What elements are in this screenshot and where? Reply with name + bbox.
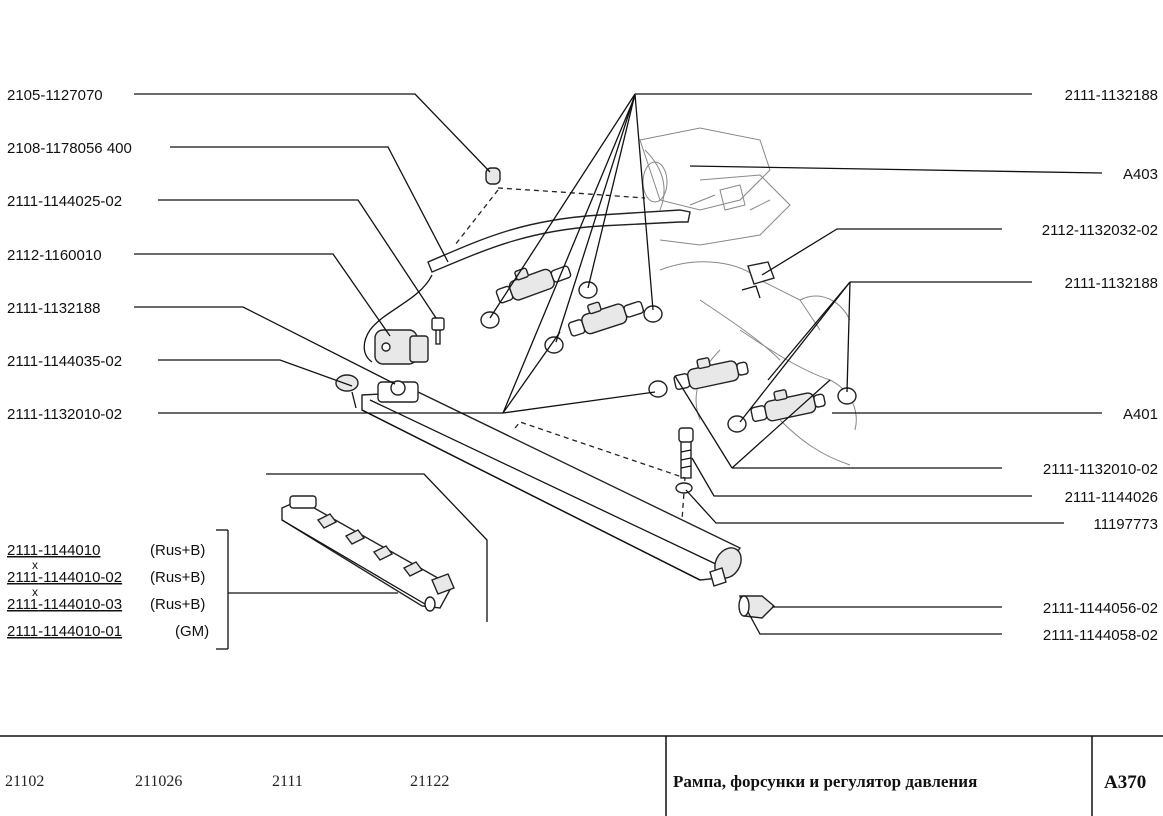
leaders-variants — [216, 473, 488, 650]
label-2111-1144025-02: 2111-1144025-02 — [7, 193, 122, 210]
fuel-rail-variant — [281, 495, 455, 612]
variant-list: 2111-1144010 (Rus+B) 2111-1144010-02 x (… — [7, 542, 209, 640]
injector-clip — [741, 261, 775, 299]
label-2111-1132010-02-left: 2111-1132010-02 — [7, 406, 122, 423]
label-2111-1132188-left: 2111-1132188 — [7, 300, 100, 317]
variant-mark: x — [32, 558, 38, 572]
variant-mark: x — [32, 585, 38, 599]
label-2111-1144026: 2111-1144026 — [1065, 489, 1158, 506]
variant-spec: (Rus+B) — [150, 596, 205, 613]
label-2111-1132188-mid: 2111-1132188 — [1065, 275, 1158, 292]
injector-2 — [567, 300, 645, 337]
pressure-regulator — [374, 329, 429, 365]
label-2112-1132032-02: 2112-1132032-02 — [1042, 222, 1158, 239]
footer: 21102 211026 2111 21122 Рампа, форсунки … — [0, 735, 1163, 816]
model-211026: 211026 — [135, 773, 182, 790]
variant-code: 2111-1144010 — [7, 542, 100, 559]
rail-end-plug — [738, 595, 776, 619]
bolt-washer — [675, 482, 693, 494]
assembly-line-3 — [514, 421, 686, 521]
variant-spec: (Rus+B) — [150, 569, 205, 586]
rail-bracket — [335, 374, 359, 409]
injector-1 — [495, 265, 572, 304]
label-2111-1132010-02-right: 2111-1132010-02 — [1043, 461, 1158, 478]
label-2112-1160010: 2112-1160010 — [7, 247, 102, 264]
variant-code: 2111-1144010-02 — [7, 569, 122, 586]
assembly-line-1 — [497, 187, 646, 199]
model-21122: 21122 — [410, 773, 449, 790]
variant-code: 2111-1144010-03 — [7, 596, 122, 613]
injector-3 — [673, 357, 749, 390]
label-2105-1127070: 2105-1127070 — [7, 87, 103, 104]
label-2111-1144058-02: 2111-1144058-02 — [1043, 627, 1158, 644]
page-title: Рампа, форсунки и регулятор давления — [673, 772, 977, 791]
engine-background-sketch — [639, 127, 857, 466]
variant-spec: (GM) — [175, 623, 209, 640]
regulator-screw — [431, 317, 445, 345]
model-2111: 2111 — [272, 773, 303, 790]
label-2111-1132188-top: 2111-1132188 — [1065, 87, 1158, 104]
fuel-rail — [361, 380, 742, 581]
variant-code: 2111-1144010-01 — [7, 623, 122, 640]
label-A403: A403 — [1123, 166, 1158, 183]
fuel-hose — [427, 209, 691, 273]
rail-bolt — [678, 427, 694, 479]
label-2111-1144035-02: 2111-1144035-02 — [7, 353, 122, 370]
rail-valve — [709, 567, 727, 587]
label-2111-1144056-02: 2111-1144056-02 — [1043, 600, 1158, 617]
variant-spec: (Rus+B) — [150, 542, 205, 559]
label-11197773: 11197773 — [1093, 516, 1158, 533]
label-2108-1178056: 2108-1178056 400 — [7, 140, 132, 157]
page-code: A370 — [1104, 772, 1146, 793]
leaders-right — [489, 93, 1103, 635]
label-A401: A401 — [1123, 406, 1158, 423]
model-21102: 21102 — [5, 773, 44, 790]
assembly-line-2 — [454, 189, 499, 246]
leaders-left — [134, 93, 656, 414]
injector-4 — [750, 389, 826, 422]
